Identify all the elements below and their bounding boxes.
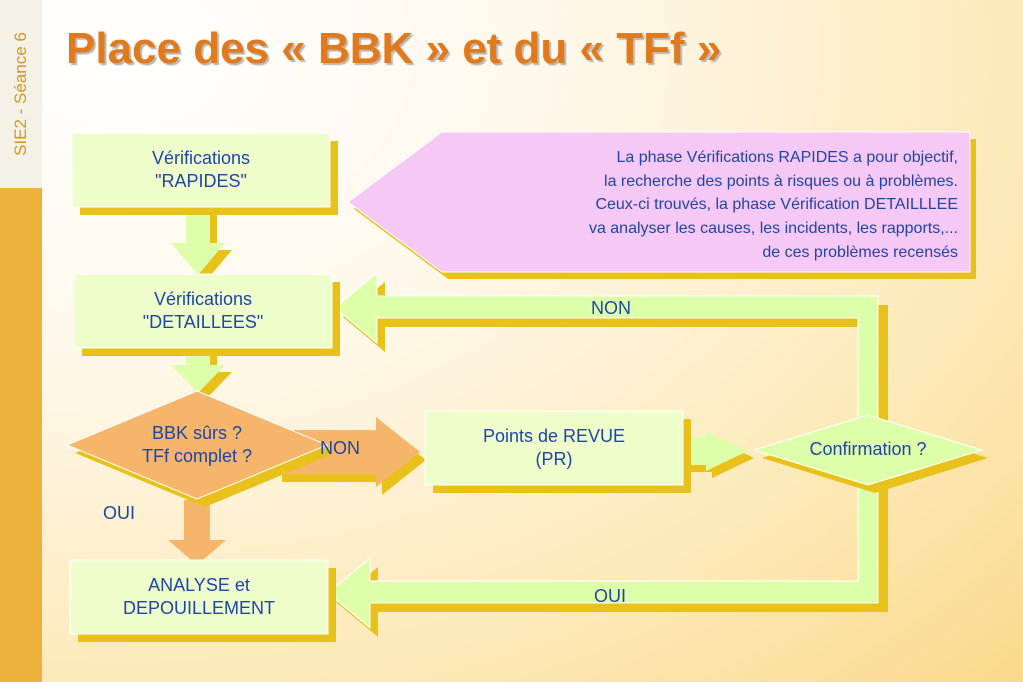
- decision-bbk: [65, 390, 329, 500]
- edge-label-bbk-non: NON: [320, 438, 360, 458]
- loop-arrow-oui: [327, 440, 879, 630]
- loop-arrow-non-shadow: [343, 282, 888, 452]
- arrow-detaillees-to-decision: [171, 347, 225, 393]
- arrow-rapides-to-detaillees: [171, 205, 225, 275]
- note-line: la recherche des points à risques ou à p…: [604, 172, 958, 190]
- sidebar: SIE2 - Séance 6: [0, 0, 42, 682]
- slide-title: Place des « BBK » et du « TFf »: [66, 24, 722, 73]
- node-detaillees-label: Vérifications "DETAILLEES": [142, 288, 264, 332]
- note-line: va analyser les causes, les incidents, l…: [588, 220, 958, 238]
- decision-confirmation: [752, 414, 984, 486]
- arrow-revue-to-confirmation: [682, 431, 748, 471]
- node-confirmation-label: Confirmation ?: [809, 439, 927, 460]
- node-points-revue-label: Points de REVUE (PR): [482, 425, 626, 469]
- callout-note: [347, 131, 971, 273]
- node-rapides-label: Vérifications "RAPIDES": [151, 147, 251, 191]
- box-rapides: [71, 132, 331, 208]
- node-decision-bbk-label: BBK sûrs ? TFf complet ?: [141, 422, 253, 466]
- arrow-decision-to-revue: [276, 417, 420, 487]
- note-line: La phase Vérifications RAPIDES a pour ob…: [616, 149, 958, 166]
- box-detaillees: [73, 273, 333, 349]
- box-analyse: [69, 559, 329, 635]
- note-line: de ces problèmes recensés: [762, 243, 958, 261]
- note-line: Ceux-ci trouvés, la phase Vérification D…: [595, 196, 958, 214]
- box-points-revue: [424, 410, 684, 486]
- edge-label-confirm-oui: OUI: [594, 586, 627, 606]
- sidebar-top-panel: [0, 0, 42, 188]
- node-analyse-label: ANALYSE et DEPOUILLEMENT: [122, 574, 276, 618]
- edge-label-bbk-oui: OUI: [103, 503, 136, 523]
- callout-note-text: La phase Vérifications RAPIDES a pour ob…: [446, 146, 958, 264]
- arrow-decision-to-analyse: [168, 500, 226, 565]
- edge-label-confirm-non: NON: [591, 298, 631, 318]
